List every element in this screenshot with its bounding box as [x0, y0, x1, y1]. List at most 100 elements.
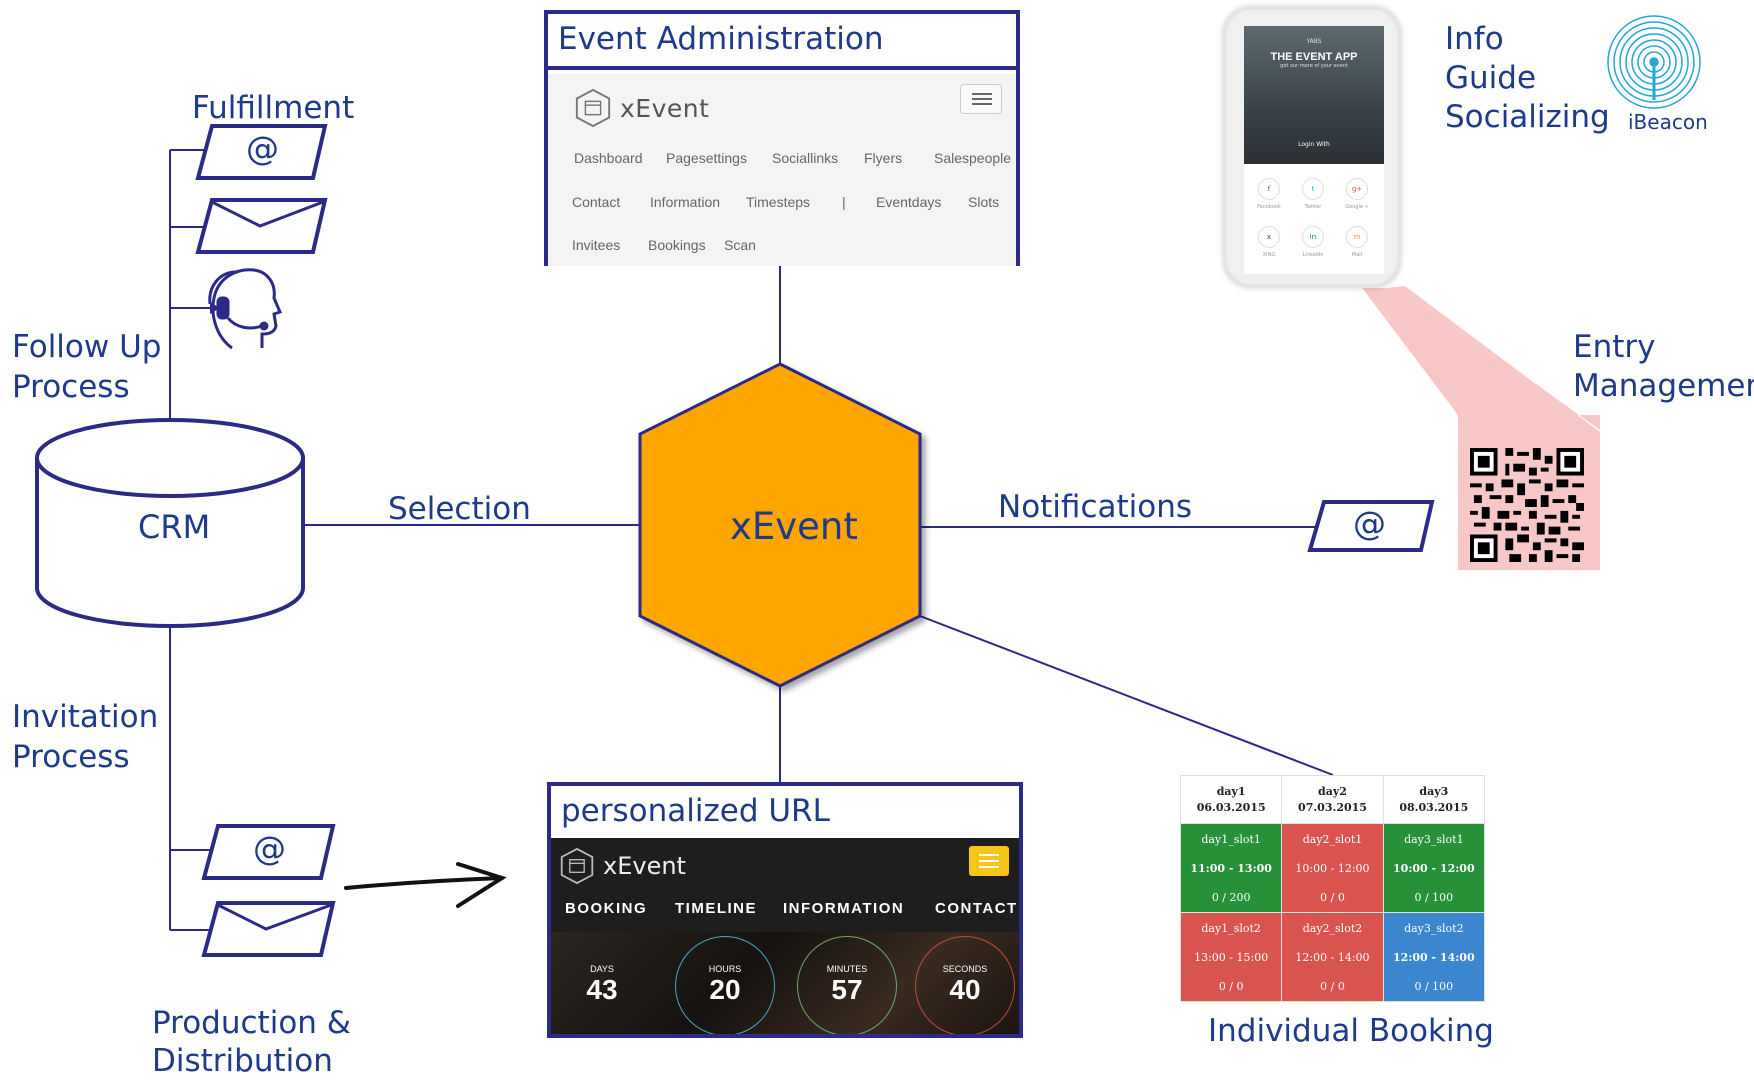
info-label: Info — [1445, 21, 1504, 57]
qr-code — [1470, 448, 1584, 562]
entry-label-line2: Management — [1573, 368, 1754, 404]
nav-timesteps[interactable]: Timesteps — [746, 194, 811, 210]
xevent-hub-label: xEvent — [730, 505, 858, 548]
nav-pagesettings[interactable]: Pagesettings — [666, 150, 747, 166]
xevent-hexagon — [638, 362, 922, 688]
nav-bookings[interactable]: Bookings — [648, 237, 706, 253]
nav-slots[interactable]: Slots — [968, 194, 1000, 210]
ibeacon-label: iBeacon — [1628, 110, 1708, 134]
nav-scan[interactable]: Scan — [724, 237, 756, 253]
personalized-url-panel: personalized URL xEvent BOOKING TIMELINE… — [547, 782, 1023, 1038]
notifications-label: Notifications — [998, 489, 1193, 525]
call-center-agent-icon — [208, 268, 283, 350]
mail-label: Mail — [1351, 252, 1363, 258]
google-plus-icon[interactable]: g+ — [1346, 178, 1368, 200]
calendar-hex-logo-icon — [575, 88, 611, 128]
countdown-ring — [675, 936, 775, 1034]
fulfillment-at-symbol: @ — [246, 129, 279, 168]
phone-hero: YABS THE EVENT APP get our more of your … — [1244, 26, 1384, 164]
facebook-label: Facebook — [1257, 204, 1281, 210]
linkedin-label: LinkedIn — [1302, 252, 1324, 258]
invite-email-shape — [201, 824, 336, 880]
entry-label-line1: Entry — [1573, 329, 1656, 365]
phone-screen: YABS THE EVENT APP get our more of your … — [1244, 26, 1384, 274]
invitation-label-line1: Invitation — [12, 699, 159, 735]
xing-label: XING — [1262, 252, 1276, 258]
fulfillment-email-shape — [195, 124, 328, 180]
nav-flyers[interactable]: Flyers — [864, 150, 903, 166]
follow-up-label-line2: Process — [12, 369, 130, 405]
twitter-label: Twitter — [1304, 204, 1322, 210]
ibeacon-icon — [1607, 15, 1701, 109]
guide-label: Guide — [1445, 60, 1537, 96]
left-tree-lines — [169, 149, 212, 931]
purl-nav-contact[interactable]: CONTACT — [935, 900, 1018, 917]
countdown-ring — [915, 936, 1015, 1034]
fulfillment-label: Fulfillment — [192, 90, 355, 126]
calendar-hex-logo-icon — [560, 847, 594, 885]
phone-app-title: THE EVENT APP — [1270, 51, 1358, 63]
production-label-line1: Production & — [152, 1005, 351, 1041]
xing-icon[interactable]: x — [1258, 226, 1280, 248]
admin-menu-button[interactable] — [960, 84, 1002, 114]
follow-up-label-line1: Follow Up — [12, 329, 162, 365]
purl-site-header: xEvent BOOKING TIMELINE INFORMATION CONT… — [551, 838, 1019, 932]
purl-nav-timeline[interactable]: TIMELINE — [675, 900, 757, 917]
purl-menu-button[interactable] — [969, 846, 1009, 876]
nav-separator: | — [842, 194, 846, 210]
phone-top-label: YABS — [1306, 38, 1322, 45]
invite-letter-icon — [201, 901, 336, 957]
phone-login-label: Login With — [1298, 141, 1330, 148]
phone-subtitle: get our more of your event — [1280, 63, 1348, 69]
event-administration-panel: Event Administration xEvent Dashboard Pa… — [544, 10, 1020, 266]
nav-salespeople[interactable]: Salespeople — [934, 150, 1012, 166]
nav-contact[interactable]: Contact — [572, 194, 621, 210]
admin-panel-title: Event Administration — [548, 14, 1016, 70]
nav-information[interactable]: Information — [650, 194, 721, 210]
notification-email-shape — [1307, 500, 1435, 552]
admin-screenshot: xEvent Dashboard Pagesettings Sociallink… — [548, 74, 1016, 266]
notification-at-symbol: @ — [1353, 504, 1386, 543]
purl-brand-text: xEvent — [603, 852, 686, 880]
individual-booking-label: Individual Booking — [1208, 1013, 1494, 1049]
google-label: Google + — [1345, 204, 1369, 210]
nav-eventdays[interactable]: Eventdays — [876, 194, 942, 210]
admin-brand: xEvent — [574, 88, 709, 128]
nav-invitees[interactable]: Invitees — [572, 237, 621, 253]
linkedin-icon[interactable]: in — [1302, 226, 1324, 248]
purl-nav-booking[interactable]: BOOKING — [565, 900, 648, 917]
twitter-icon[interactable]: t — [1302, 178, 1324, 200]
countdown-ring — [797, 936, 897, 1034]
purl-panel-title: personalized URL — [561, 793, 830, 829]
event-app-phone: YABS THE EVENT APP get our more of your … — [1223, 6, 1401, 288]
mail-icon[interactable]: m — [1346, 226, 1368, 248]
purl-nav-information[interactable]: INFORMATION — [783, 900, 905, 917]
purl-brand: xEvent — [559, 846, 686, 886]
fulfillment-letter-icon — [195, 198, 328, 254]
nav-dashboard[interactable]: Dashboard — [574, 150, 643, 166]
socializing-label: Socializing — [1445, 99, 1610, 135]
crm-label: CRM — [138, 508, 211, 546]
crm-cylinder — [35, 418, 305, 628]
facebook-icon[interactable]: f — [1258, 178, 1280, 200]
admin-brand-text: xEvent — [620, 93, 710, 123]
selection-label: Selection — [388, 491, 531, 527]
nav-sociallinks[interactable]: Sociallinks — [772, 150, 839, 166]
